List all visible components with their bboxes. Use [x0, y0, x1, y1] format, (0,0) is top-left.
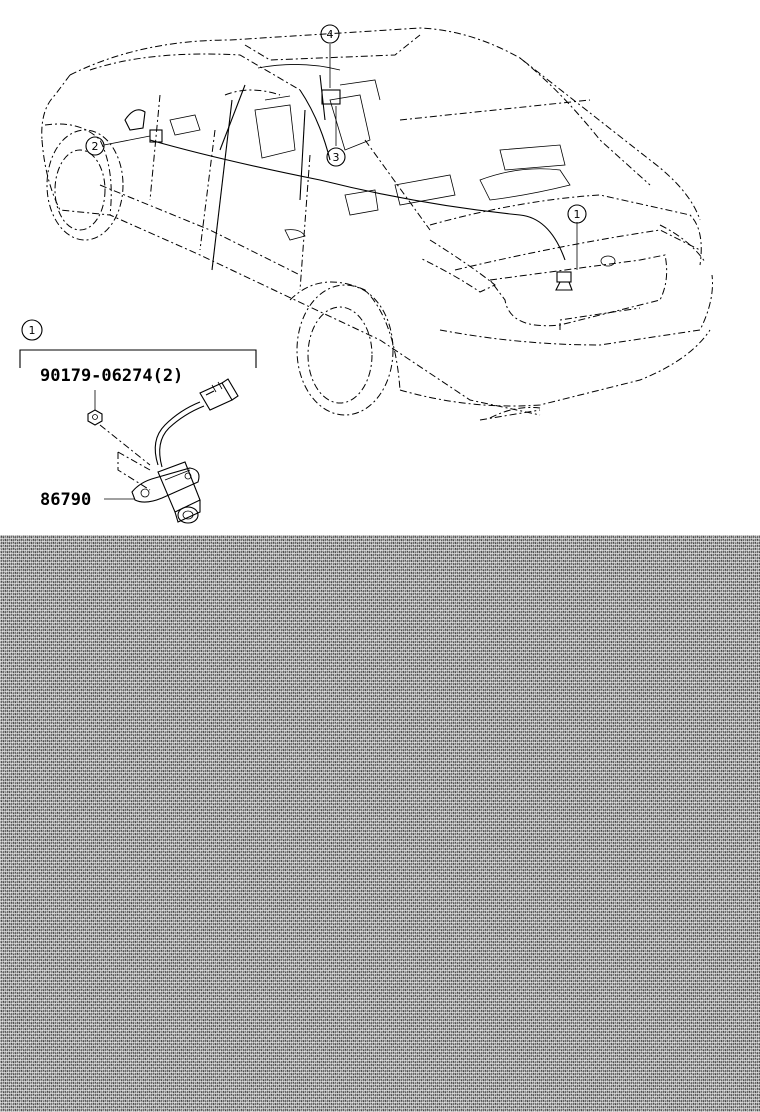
- camera-assembly: [131, 378, 239, 524]
- parts-diagram: 4 2 3 1 1 90179-06274(2): [0, 0, 760, 535]
- callout-1-label: 1: [574, 208, 581, 221]
- bolt-part-number: 90179-06274(2): [40, 366, 183, 386]
- callout-4-label: 4: [327, 28, 334, 41]
- callout-1: 1: [567, 204, 587, 224]
- callout-3: 3: [326, 147, 346, 167]
- callout-leaders: [103, 44, 578, 270]
- callout-4: 4: [320, 24, 340, 44]
- diagram-svg: 4 2 3 1 1 90179-06274(2): [19, 24, 713, 524]
- callout-2-label: 2: [92, 140, 99, 153]
- callout-2: 2: [85, 136, 105, 156]
- callout-3-label: 3: [333, 151, 340, 164]
- detail-callout-label: 1: [29, 324, 36, 337]
- detail-section: 1 90179-06274(2) 86790: [19, 319, 257, 524]
- bolt-icon: [87, 409, 103, 426]
- camera-part-number: 86790: [40, 490, 91, 510]
- car-outline: [41, 27, 713, 421]
- noise-region: [0, 535, 760, 1112]
